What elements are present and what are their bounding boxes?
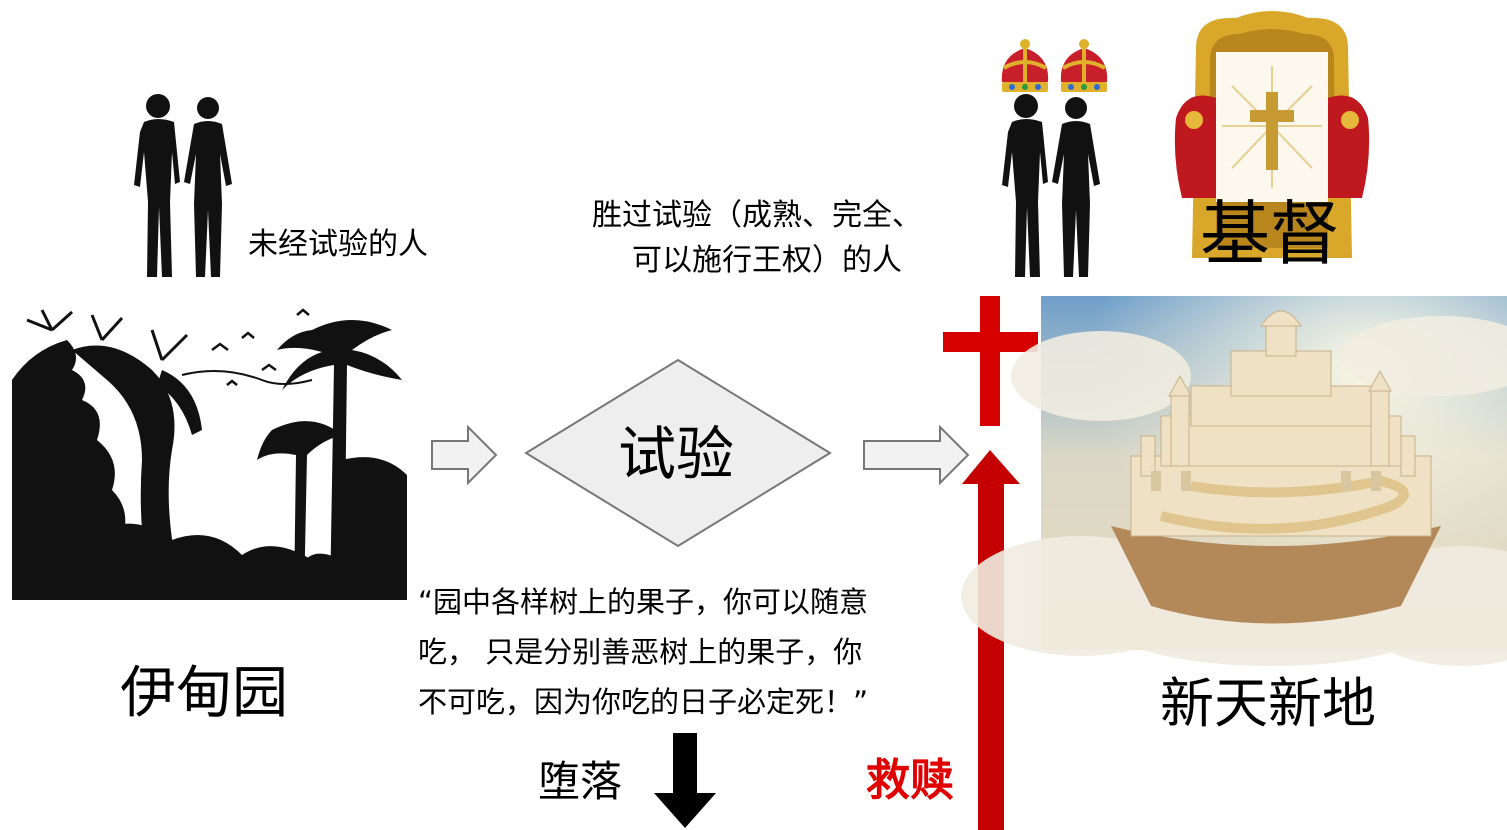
cross-icon (943, 296, 1038, 426)
overcomers-label-line-2: 可以施行王权）的人 (632, 243, 902, 278)
crown-icon (1060, 39, 1108, 92)
crown-icon (1001, 39, 1049, 92)
quote-line-1: “园中各样树上的果子，你可以随意 (418, 585, 869, 619)
heavenly-city-icon (961, 296, 1507, 666)
trial-label: 试验 (618, 420, 735, 488)
untested-couple-icon (134, 94, 232, 277)
new-heaven-earth-label: 新天新地 (1160, 672, 1376, 735)
arrow-right-icon (863, 424, 970, 486)
quote-line-3: 不可吃，因为你吃的日子必定死！” (418, 685, 869, 719)
trial-diamond (524, 358, 832, 548)
quote-line-2: 吃， 只是分别善恶树上的果子，你 (418, 635, 863, 669)
christ-label: 基督 (1200, 193, 1340, 275)
arrow-up-icon (962, 450, 1020, 830)
arrow-right-icon (431, 424, 498, 486)
overcomers-label-line-1: 胜过试验（成熟、完全、 (592, 198, 922, 233)
arrow-down-icon (654, 733, 716, 828)
untested-people-label: 未经试验的人 (248, 227, 428, 262)
throne-icon (1174, 11, 1370, 258)
crowned-couple-icon (1002, 94, 1100, 277)
redemption-label: 救赎 (866, 755, 954, 806)
jungle-silhouette-icon (12, 308, 407, 600)
eden-label: 伊甸园 (120, 661, 288, 726)
fall-label: 堕落 (538, 757, 623, 806)
